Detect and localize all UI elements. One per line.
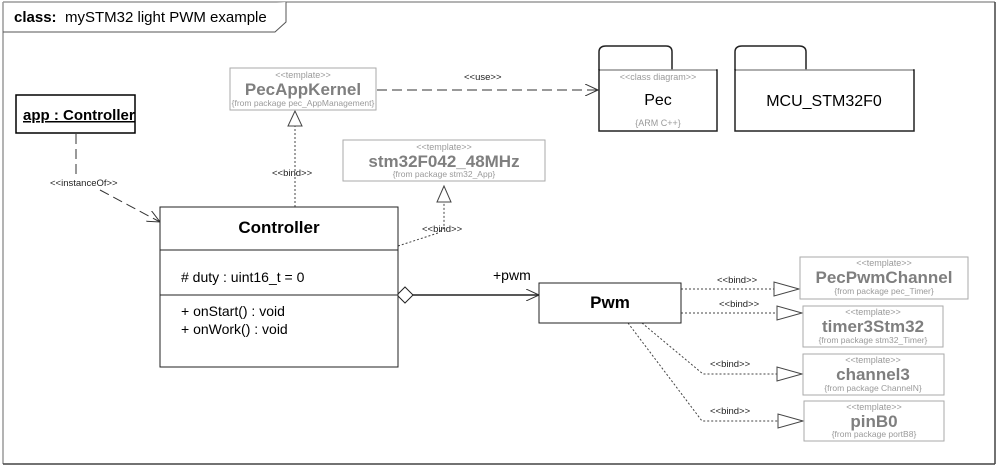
template-package: {from package stm32_App} (393, 169, 496, 179)
bind-label: <<bind>> (272, 168, 313, 179)
template-package: {from package ChannelN} (824, 383, 922, 393)
realization-arrowhead-icon (776, 366, 804, 382)
package-stereotype: <<class diagram>> (620, 72, 697, 82)
template-package: {from package pec_Timer} (834, 286, 934, 296)
template-name: channel3 (836, 365, 910, 384)
template-name: PecAppKernel (245, 80, 361, 99)
template-name: timer3Stm32 (822, 317, 924, 336)
use-label: <<use>> (464, 72, 502, 83)
bind-label: <<bind>> (422, 224, 463, 235)
package-name: MCU_STM32F0 (766, 93, 882, 110)
bind-controller-stm32[interactable] (397, 202, 445, 247)
connectors: <<instanceOf>> <<use>> <<bind>> <<bind>>… (50, 72, 805, 429)
template-stereotype: <<template>> (846, 402, 902, 412)
class-controller[interactable]: Controller # duty : uint16_t = 0 + onSta… (159, 206, 399, 368)
operation-onstart: + onStart() : void (181, 303, 285, 319)
bind-label: <<bind>> (719, 299, 760, 310)
template-name: pinB0 (850, 412, 897, 431)
bind-pwm-channel3[interactable] (641, 322, 777, 375)
template-stereotype: <<template>> (416, 142, 472, 152)
package-name: Pec (644, 92, 672, 109)
template-channel3[interactable]: <<template>> channel3 {from package Chan… (802, 353, 945, 396)
template-stereotype: <<template>> (275, 70, 331, 80)
realization-arrowhead-icon (777, 413, 805, 429)
template-name: stm32F042_48MHz (368, 152, 519, 171)
package-pec[interactable]: <<class diagram>> Pec {ARM C++} (598, 45, 718, 132)
template-stereotype: <<template>> (856, 258, 912, 268)
frame-title: class: mySTM32 light PWM example (14, 9, 267, 26)
class-name: Pwm (590, 293, 630, 312)
class-pwm[interactable]: Pwm (538, 282, 682, 324)
package-mcu-stm32f0[interactable]: MCU_STM32F0 (734, 45, 915, 132)
template-name: PecPwmChannel (816, 268, 953, 287)
instanceof-label: <<instanceOf>> (50, 178, 118, 189)
aggregation-diamond-icon (396, 286, 414, 304)
instanceof-arrow[interactable] (99, 189, 160, 222)
pwm-role-label: +pwm (493, 267, 531, 283)
template-pinb0[interactable]: <<template>> pinB0 {from package portB8} (803, 400, 945, 442)
frame-title-text: mySTM32 light PWM example (65, 9, 267, 26)
template-stereotype: <<template>> (845, 355, 901, 365)
instance-label: app : Controller (23, 107, 135, 124)
template-package: {from package pec_AppManagement} (232, 98, 375, 108)
realization-arrowhead-icon (773, 281, 801, 297)
bind-label: <<bind>> (717, 275, 758, 286)
template-stm32f042[interactable]: <<template>> stm32F042_48MHz {from packa… (342, 139, 546, 182)
instance-app-controller[interactable]: app : Controller (15, 94, 136, 134)
template-stereotype: <<template>> (845, 307, 901, 317)
bind-label: <<bind>> (710, 359, 751, 370)
template-pecappkernel[interactable]: <<template>> PecAppKernel {from package … (229, 67, 377, 111)
class-name: Controller (238, 218, 320, 237)
frame-keyword: class: (14, 9, 57, 26)
bind-label: <<bind>> (710, 406, 751, 417)
operation-onwork: + onWork() : void (181, 321, 288, 337)
realization-arrowhead-icon (436, 184, 452, 203)
template-package: {from package stm32_Timer} (819, 335, 928, 345)
realization-arrowhead-icon (287, 109, 303, 127)
package-tag: {ARM C++} (635, 118, 681, 128)
template-timer3stm32[interactable]: <<template>> timer3Stm32 {from package s… (802, 305, 944, 348)
template-pecpwmchannel[interactable]: <<template>> PecPwmChannel {from package… (799, 256, 969, 300)
template-package: {from package portB8} (832, 429, 917, 439)
bind-pwm-pinb0[interactable] (627, 322, 778, 422)
realization-arrowhead-icon (776, 305, 804, 321)
attribute-duty: # duty : uint16_t = 0 (181, 269, 305, 285)
